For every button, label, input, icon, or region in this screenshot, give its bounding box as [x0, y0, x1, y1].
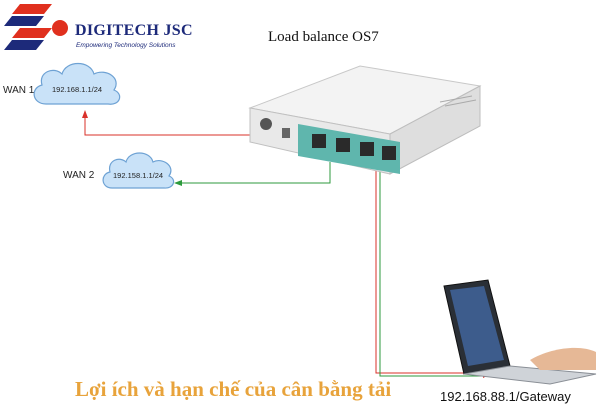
wan1-arrow-icon: [82, 110, 88, 118]
wan2-arrow-icon: [174, 180, 182, 186]
company-logo: [4, 4, 68, 50]
wan2-link: [178, 162, 331, 184]
wan2-label: WAN 2: [63, 170, 95, 181]
wan1-label: WAN 1: [3, 85, 35, 96]
brand-name: DIGITECH JSC: [75, 22, 193, 39]
router-icon: [248, 65, 482, 175]
wan1-ip: 192.168.1.1/24: [52, 85, 103, 94]
gateway-link: [375, 165, 486, 374]
wan1-cloud-icon: [33, 62, 121, 105]
logo-icon: [4, 4, 68, 50]
wan2-ip: 192.158.1.1/24: [113, 171, 164, 180]
diagram-title: Load balance OS7: [268, 29, 379, 45]
gateway-link-2: [379, 165, 486, 377]
brand-tagline: Empowering Technology Solutions: [76, 42, 176, 49]
bottom-caption: Lợi ích và hạn chế của cân bằng tải: [75, 377, 392, 401]
laptop-icon: [443, 279, 597, 385]
gateway-label: 192.168.88.1/Gateway: [440, 389, 571, 404]
wan2-cloud-icon: [102, 152, 175, 189]
